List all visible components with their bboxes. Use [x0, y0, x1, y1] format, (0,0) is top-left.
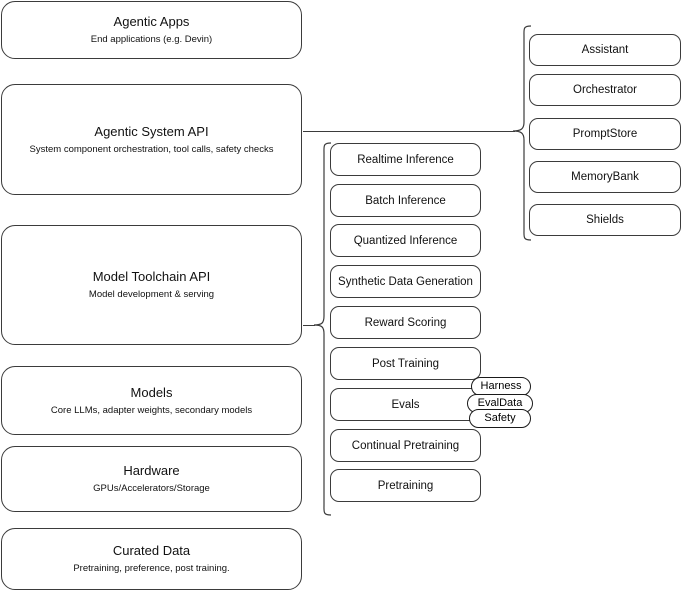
layer-curated-data[interactable]: Curated Data Pretraining, preference, po… [1, 528, 302, 590]
component-assistant[interactable]: Assistant [529, 34, 681, 66]
system-components-brace [512, 25, 532, 241]
component-label: Orchestrator [573, 84, 637, 96]
eval-pill-evaldata[interactable]: EvalData [467, 394, 533, 413]
layer-subtitle: System component orchestration, tool cal… [29, 143, 274, 155]
toolchain-batch-inference[interactable]: Batch Inference [330, 184, 481, 217]
layer-subtitle: Model development & serving [88, 289, 215, 300]
toolchain-continual-pretraining[interactable]: Continual Pretraining [330, 429, 481, 462]
layer-agentic-apps[interactable]: Agentic Apps End applications (e.g. Devi… [1, 1, 302, 59]
component-label: PromptStore [572, 128, 638, 140]
toolchain-label: Realtime Inference [357, 153, 454, 166]
toolchain-reward-scoring[interactable]: Reward Scoring [330, 306, 481, 339]
toolchain-post-training[interactable]: Post Training [330, 347, 481, 380]
toolchain-label: Evals [391, 398, 420, 411]
component-label: MemoryBank [571, 171, 639, 183]
toolchain-pretraining[interactable]: Pretraining [330, 469, 481, 502]
component-memorybank[interactable]: MemoryBank [529, 161, 681, 193]
layer-title: Models [130, 384, 173, 400]
layer-models[interactable]: Models Core LLMs, adapter weights, secon… [1, 366, 302, 435]
toolchain-label: Reward Scoring [364, 316, 447, 329]
layer-subtitle: End applications (e.g. Devin) [90, 34, 213, 45]
layer-title: Agentic Apps [113, 14, 190, 29]
toolchain-label: Batch Inference [365, 194, 446, 207]
layer-title: Curated Data [112, 543, 191, 558]
connector-toolchain-api-to-items [303, 325, 315, 326]
eval-pill-label: EvalData [477, 397, 523, 409]
toolchain-label: Synthetic Data Generation [338, 275, 473, 288]
eval-pill-harness[interactable]: Harness [471, 377, 531, 396]
layer-hardware[interactable]: Hardware GPUs/Accelerators/Storage [1, 446, 302, 512]
toolchain-label: Continual Pretraining [351, 439, 460, 452]
layer-agentic-system-api[interactable]: Agentic System API System component orch… [1, 84, 302, 195]
toolchain-realtime-inference[interactable]: Realtime Inference [330, 143, 481, 176]
layer-model-toolchain-api[interactable]: Model Toolchain API Model development & … [1, 225, 302, 345]
toolchain-label: Pretraining [377, 479, 434, 492]
component-label: Shields [586, 214, 624, 226]
toolchain-items-brace [313, 142, 332, 516]
component-label: Assistant [581, 44, 629, 56]
layer-title: Hardware [123, 463, 180, 478]
toolchain-evals[interactable]: Evals [330, 388, 481, 421]
eval-pill-label: Harness [480, 380, 522, 392]
component-orchestrator[interactable]: Orchestrator [529, 74, 681, 106]
toolchain-label: Quantized Inference [353, 234, 458, 247]
layer-title: Model Toolchain API [92, 269, 211, 284]
eval-pill-safety[interactable]: Safety [469, 409, 531, 428]
layer-subtitle: GPUs/Accelerators/Storage [93, 483, 210, 494]
component-promptstore[interactable]: PromptStore [529, 118, 681, 150]
layer-title: Agentic System API [94, 123, 209, 139]
eval-pill-label: Safety [484, 412, 516, 424]
layer-subtitle: Pretraining, preference, post training. [73, 563, 230, 574]
toolchain-quantized-inference[interactable]: Quantized Inference [330, 224, 481, 257]
connector-system-api-to-components [303, 131, 515, 132]
component-shields[interactable]: Shields [529, 204, 681, 236]
layer-subtitle: Core LLMs, adapter weights, secondary mo… [50, 404, 253, 416]
toolchain-synthetic-data-generation[interactable]: Synthetic Data Generation [330, 265, 481, 298]
toolchain-label: Post Training [371, 357, 440, 370]
